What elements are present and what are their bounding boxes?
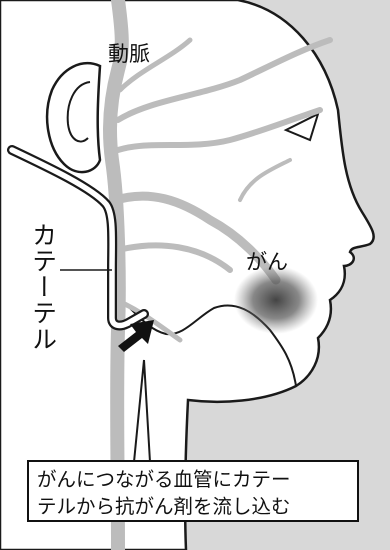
caption-line-1: がんにつながる血管にカテー	[37, 466, 349, 493]
catheter-label: カテーテル	[30, 222, 56, 352]
caption-box: がんにつながる血管にカテー テルから抗がん剤を流し込む	[27, 460, 359, 522]
tumor	[234, 266, 318, 334]
caption-line-2: テルから抗がん剤を流し込む	[37, 493, 349, 520]
artery-label: 動脈	[108, 38, 150, 68]
cancer-label: がん	[246, 246, 288, 276]
